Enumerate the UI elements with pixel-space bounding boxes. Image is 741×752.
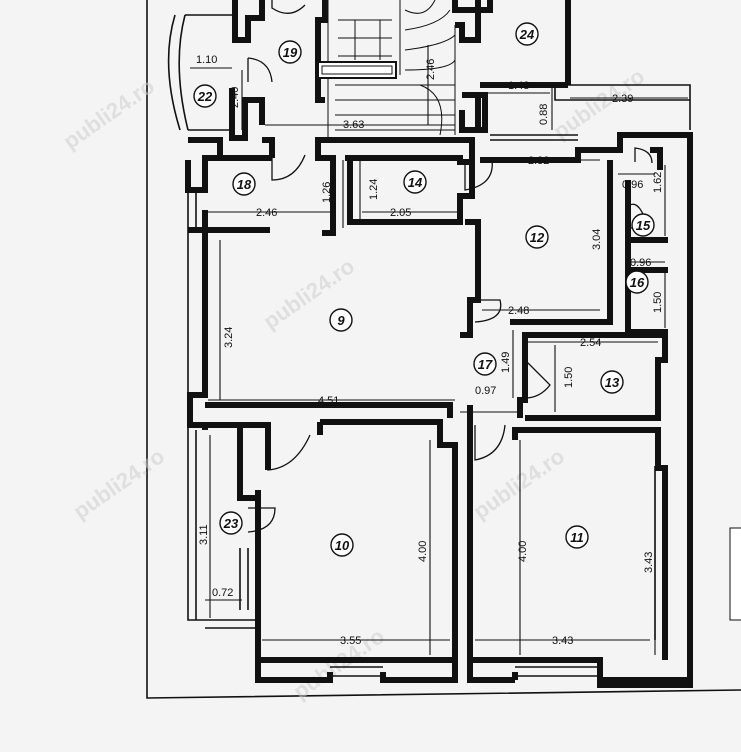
room-labels: 19 22 24 18 14 12 15 16 9 17 13 23 10 11 (193, 22, 655, 557)
dim-label: 2.39 (612, 93, 633, 105)
dim-label: 0.96 (622, 179, 643, 191)
dim-label: 3.11 (198, 524, 210, 545)
dim-label: 2.32 (528, 155, 549, 167)
room-number: 24 (519, 27, 535, 42)
walls (185, 0, 693, 688)
room-number: 14 (408, 175, 423, 190)
dim-label: 1.62 (652, 172, 664, 193)
dim-label: 3.43 (643, 552, 655, 573)
dim-label: 3.04 (591, 229, 603, 250)
room-number: 13 (605, 375, 620, 390)
dim-label: 1.50 (652, 292, 664, 313)
dim-label: 2.48 (508, 305, 529, 317)
thin-lines (167, 14, 691, 677)
dim-label: 1.24 (368, 179, 380, 200)
dim-label: 2.54 (580, 337, 601, 349)
room-number: 15 (636, 218, 651, 233)
dim-label: 0.88 (538, 104, 550, 125)
drawing-frame (146, 0, 741, 699)
room-number: 16 (630, 275, 645, 290)
room-number: 22 (197, 89, 213, 104)
dim-label: 3.24 (223, 327, 235, 348)
dim-label: 1.50 (563, 367, 575, 388)
room-number: 18 (237, 177, 252, 192)
dim-label: 1.26 (321, 182, 333, 203)
dimension-labels: 1.10 2.40 2.46 3.63 1.43 0.88 2.39 1.26 … (196, 54, 664, 647)
dim-label: 1.43 (508, 80, 529, 92)
room-number: 19 (283, 45, 298, 60)
side-panel-edge (729, 527, 741, 621)
room-number: 23 (223, 516, 239, 531)
room-number: 11 (570, 530, 584, 545)
dim-label: 0.97 (475, 385, 496, 397)
dim-label: 1.49 (500, 352, 512, 373)
dim-label: 1.10 (196, 54, 217, 66)
dim-label: 2.46 (425, 59, 437, 80)
room-number: 9 (337, 313, 345, 328)
dim-label: 0.96 (630, 257, 651, 269)
dim-label: 3.55 (340, 635, 361, 647)
dim-label: 4.00 (517, 541, 529, 562)
room-number: 17 (478, 357, 493, 372)
room-number: 10 (335, 538, 350, 553)
dim-label: 2.05 (390, 207, 411, 219)
doors (247, 0, 653, 533)
room-number: 12 (530, 230, 545, 245)
dim-label: 2.40 (229, 87, 241, 108)
dim-label: 4.51 (318, 395, 339, 407)
dimension-lines (190, 45, 688, 655)
dim-label: 4.00 (417, 541, 429, 562)
dim-label: 2.46 (256, 207, 277, 219)
dim-label: 3.63 (343, 119, 364, 131)
dim-label: 0.72 (212, 587, 233, 599)
dim-label: 3.43 (552, 635, 573, 647)
staircase (317, 0, 456, 140)
